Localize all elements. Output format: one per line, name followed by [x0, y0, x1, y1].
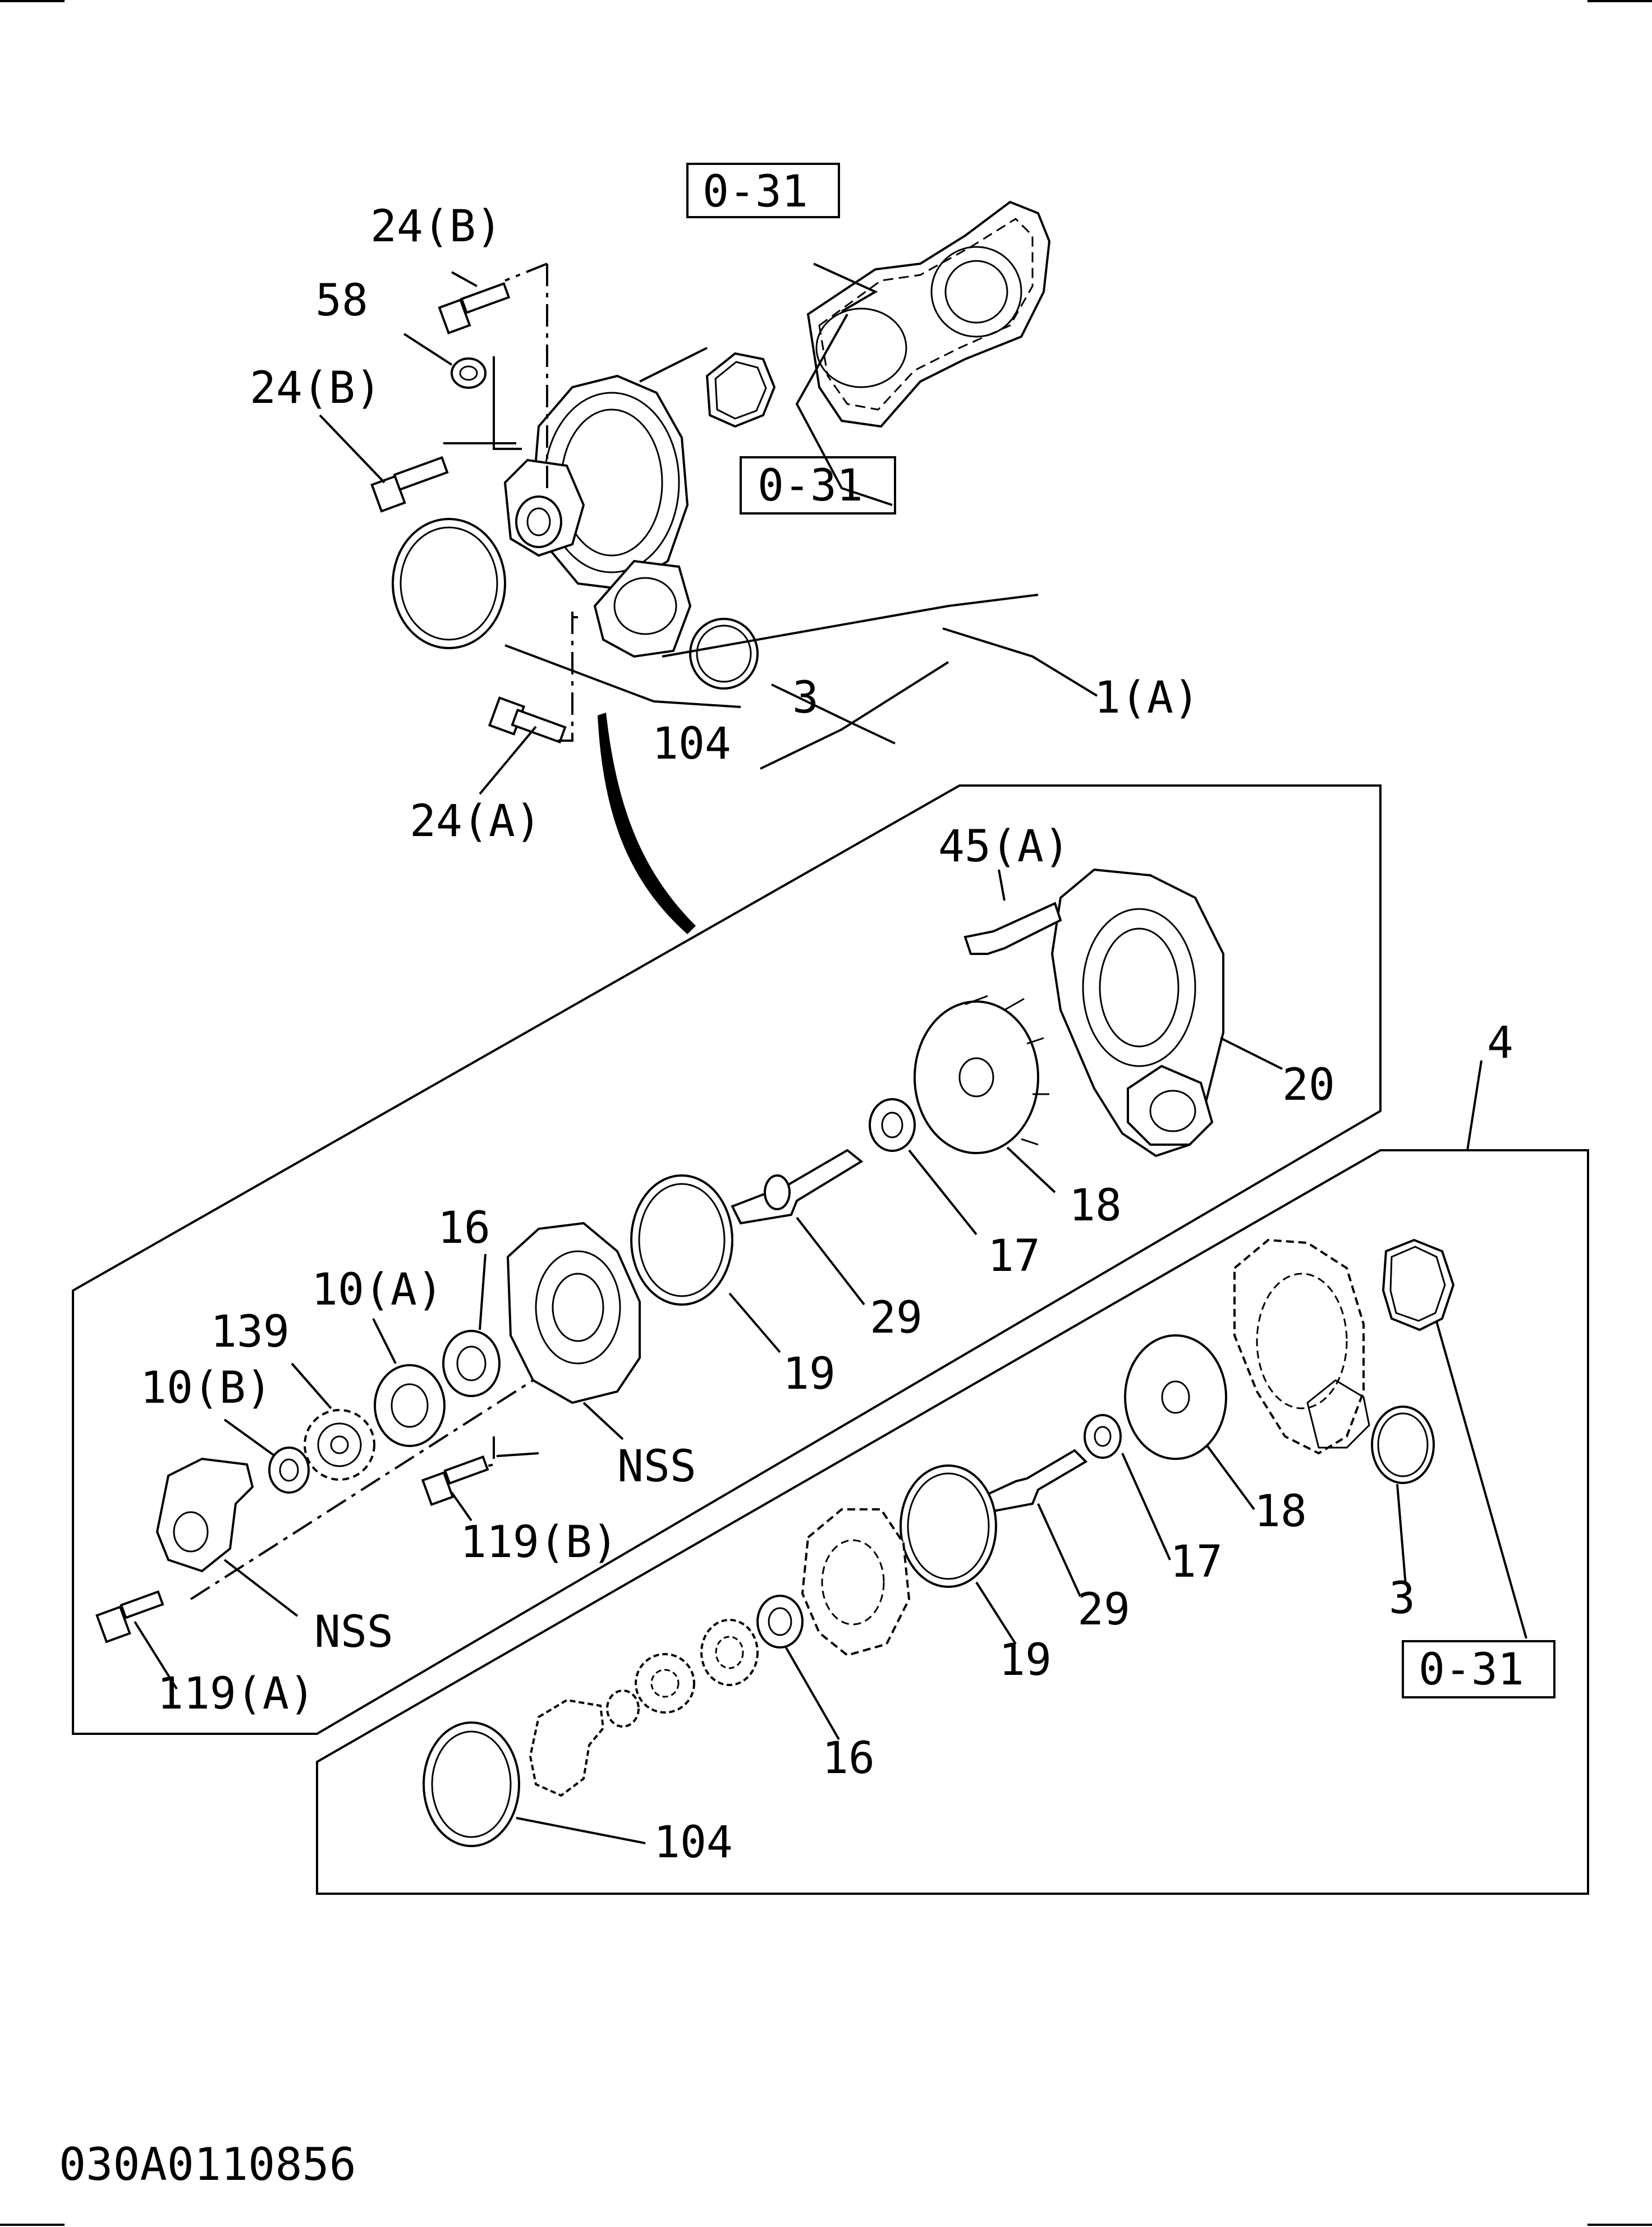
label-17-a: 17: [988, 1231, 1040, 1282]
water-pump-body-part: [503, 374, 689, 591]
label-104-bottom: 104: [654, 1817, 733, 1868]
label-10b: 10(B): [140, 1363, 272, 1413]
label-16-a: 16: [438, 1203, 490, 1253]
label-nss-b: NSS: [314, 1607, 393, 1657]
housing-20-part: [1050, 868, 1224, 1158]
reference-box-0-31-mid: 0-31: [740, 456, 896, 515]
shaft-29-part: [731, 1149, 864, 1225]
shaft-lower-part: [978, 1449, 1088, 1514]
seal-lower-part: [1084, 1414, 1122, 1459]
washer-58-part: [451, 357, 487, 389]
impeller-18-part: [914, 995, 1049, 1154]
housing-lower-part: [1233, 1238, 1365, 1455]
seal-17-part: [869, 1098, 916, 1152]
document-id: 030A0110856: [59, 2138, 356, 2191]
lower-kit-parts: [423, 1238, 1527, 1847]
gear-139-part: [304, 1409, 375, 1481]
bracket-nss-part: [155, 1457, 254, 1573]
transition-arrow: [598, 713, 696, 934]
bolt-24a-part: [488, 696, 567, 744]
label-16-b: 16: [822, 1733, 875, 1784]
callout-labels: 24(B) 58 24(B) 1(A) 3 104 24(A) 45(A) 20…: [140, 201, 1513, 1868]
label-10a: 10(A): [311, 1265, 443, 1315]
svg-text:0-31: 0-31: [758, 461, 863, 511]
bolt-119b-part: [421, 1455, 489, 1507]
label-119a: 119(A): [157, 1669, 315, 1719]
bolt-119a-part: [95, 1590, 164, 1643]
label-19-b: 19: [999, 1635, 1052, 1686]
o-ring-104-top-part: [392, 518, 506, 649]
bearing-10a-part: [374, 1364, 446, 1447]
label-1a: 1(A): [1094, 673, 1200, 723]
bearing-lower-part: [700, 1619, 759, 1686]
label-139: 139: [210, 1307, 290, 1357]
bracket-lower-part: [529, 1698, 605, 1797]
gasket-lower-part: [1382, 1238, 1455, 1331]
label-17-b: 17: [1170, 1537, 1223, 1587]
o-ring-3-lower-part: [1371, 1406, 1435, 1484]
label-104-top: 104: [652, 719, 731, 769]
o-ring-19-a-part: [630, 1174, 733, 1306]
reference-box-0-31-right: 0-31: [1402, 1640, 1555, 1698]
label-3-right: 3: [1389, 1573, 1415, 1624]
thermostat-housing-part: [806, 200, 1051, 428]
impeller-lower-part: [1124, 1334, 1227, 1460]
label-4: 4: [1487, 1018, 1513, 1068]
label-18-b: 18: [1254, 1486, 1307, 1537]
housing-gasket-part: [705, 352, 776, 428]
label-119b: 119(B): [460, 1517, 618, 1568]
bolt-24b-left-part: [370, 456, 449, 513]
o-ring-104-lower-part: [423, 1721, 520, 1847]
label-24a: 24(A): [410, 796, 542, 847]
label-19-a: 19: [783, 1349, 836, 1399]
label-24b-left: 24(B): [250, 363, 382, 414]
label-58: 58: [315, 275, 368, 326]
label-3-top: 3: [792, 673, 819, 723]
label-nss-a: NSS: [617, 1441, 696, 1492]
upper-exploded-parts: [95, 868, 1283, 1690]
bushing-lower-part: [606, 1689, 640, 1728]
o-ring-3-top-part: [689, 618, 759, 690]
bearing-16-b-part: [756, 1595, 804, 1649]
reference-box-0-31-top: 0-31: [686, 163, 840, 218]
bushing-10b-part: [268, 1447, 310, 1494]
o-ring-19-b-part: [900, 1464, 997, 1588]
cover-plate-part: [506, 1222, 641, 1404]
pump-outlet-flange-part: [593, 559, 692, 658]
upper-exploded-panel-border: [72, 784, 1382, 1735]
label-29-a: 29: [870, 1293, 923, 1343]
label-29-b: 29: [1077, 1585, 1130, 1635]
svg-text:0-31: 0-31: [703, 167, 808, 217]
bolt-24b-top-part: [438, 282, 511, 334]
svg-text:0-31: 0-31: [1419, 1645, 1524, 1695]
cover-lower-part: [801, 1508, 911, 1657]
lower-kit-panel-border: [316, 1149, 1589, 1895]
pipe-45a-part: [963, 902, 1062, 955]
top-assembly: [319, 200, 1098, 934]
gear-lower-part: [635, 1653, 695, 1714]
label-18-a: 18: [1069, 1181, 1122, 1231]
label-24b-top: 24(B): [370, 201, 502, 252]
label-20: 20: [1282, 1060, 1335, 1110]
bearing-16-a-part: [442, 1330, 501, 1397]
label-45a: 45(A): [938, 821, 1070, 872]
